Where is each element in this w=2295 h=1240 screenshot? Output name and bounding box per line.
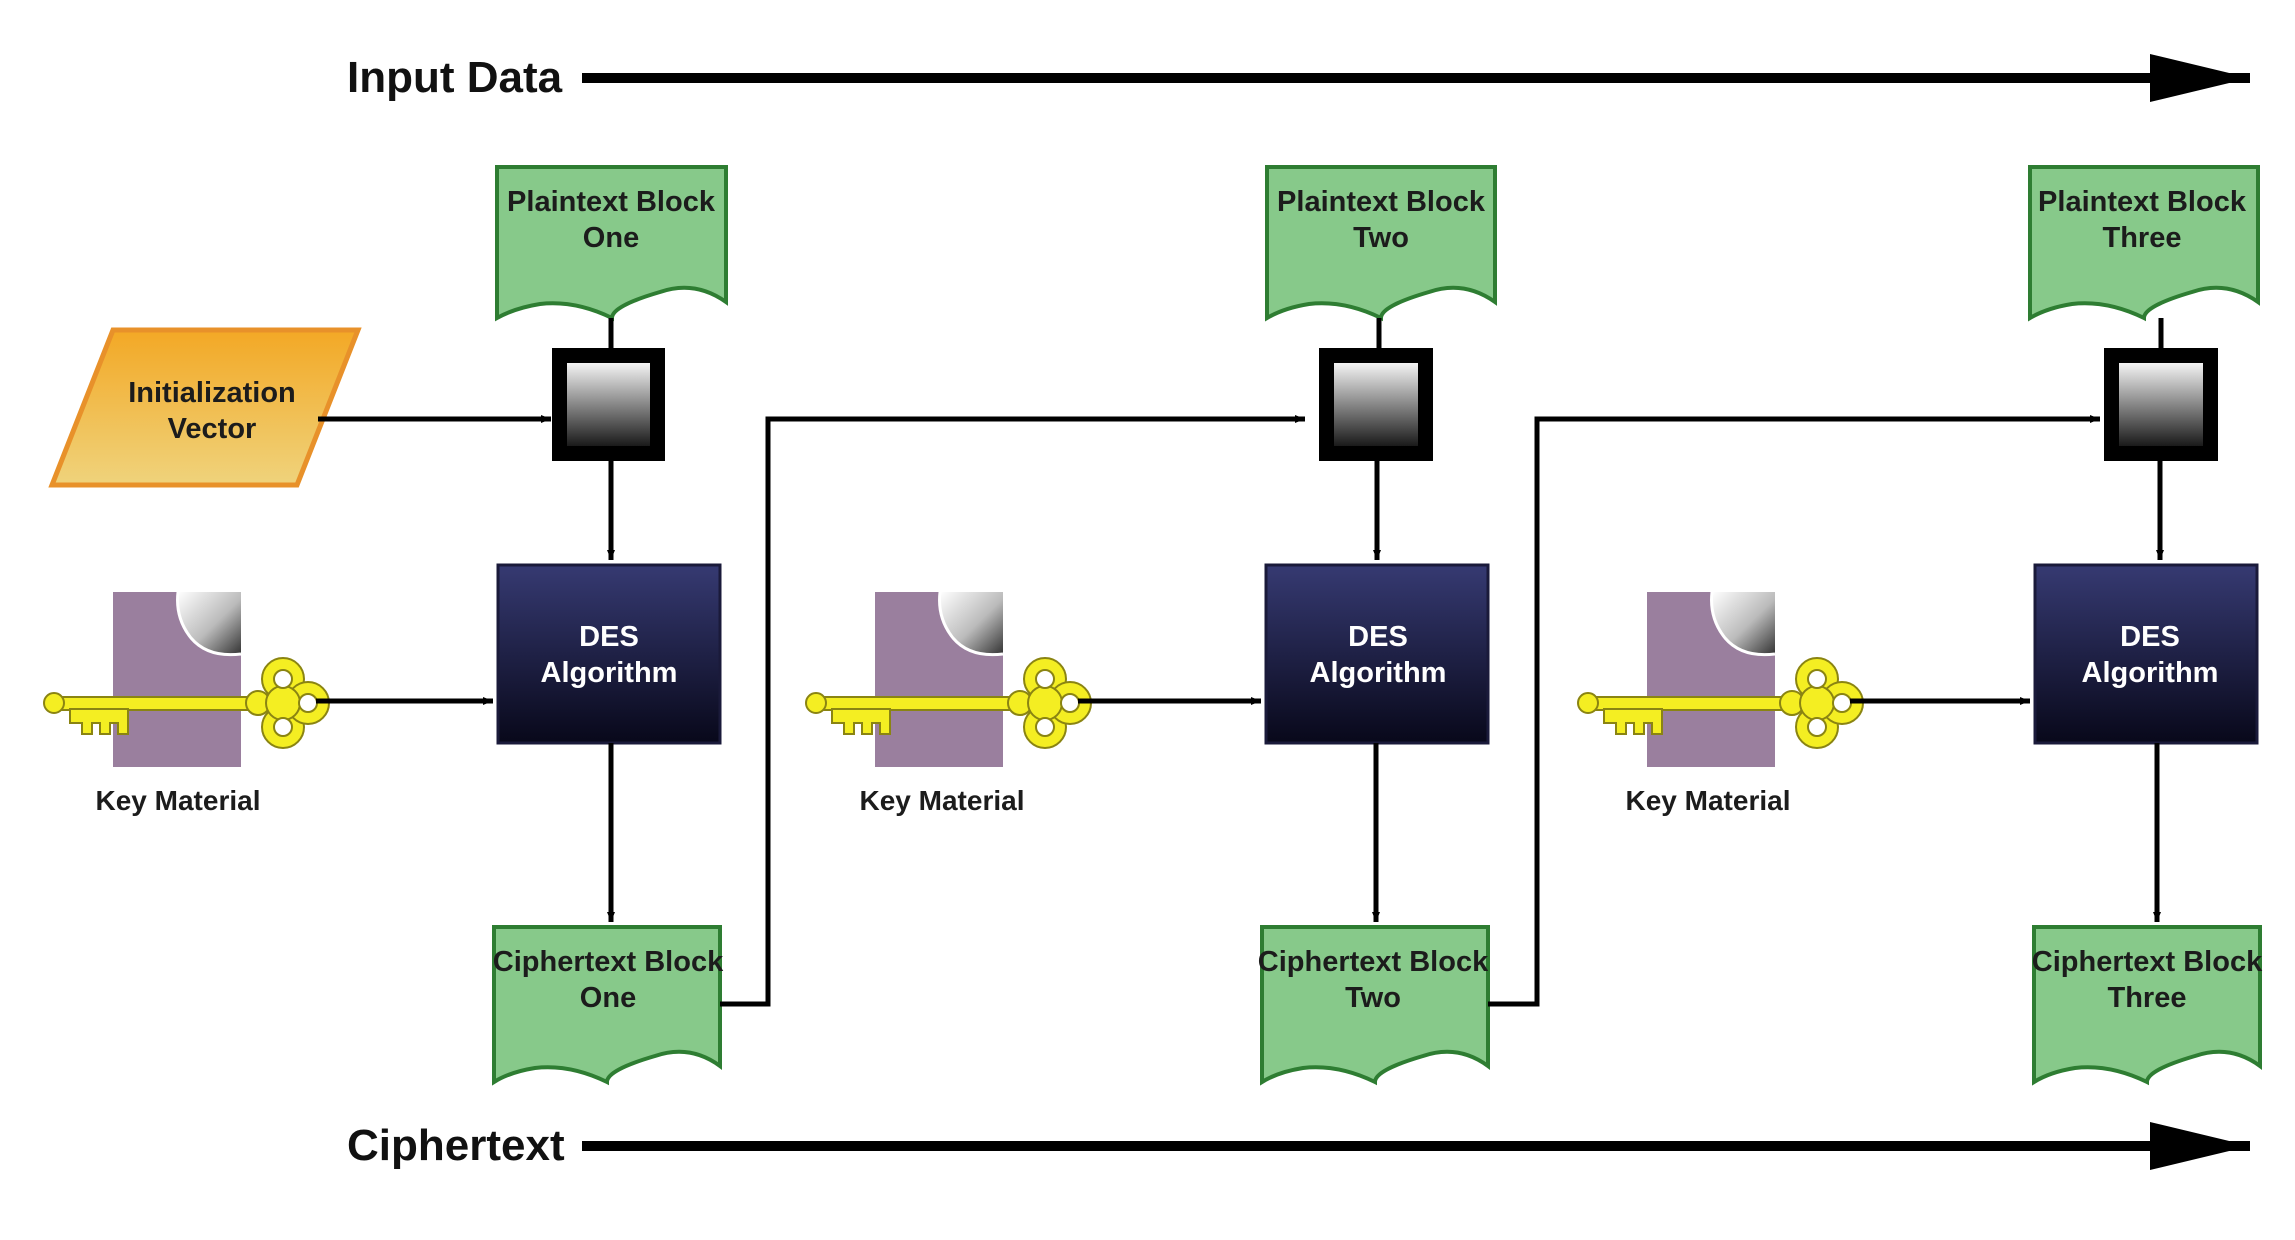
plaintext-block-two xyxy=(1265,165,1497,322)
des-algorithm-box xyxy=(1264,563,1490,745)
key-material-label: Key Material xyxy=(860,785,1025,816)
des-label-line1: DES xyxy=(1348,621,1408,653)
des-label-line1: DES xyxy=(579,621,639,653)
stage-three: Plaintext Block Three DES Algorithm Key … xyxy=(1577,165,2263,1086)
ciphertext-label: Ciphertext xyxy=(347,1121,565,1170)
plaintext-block-three xyxy=(2028,165,2260,322)
des-algorithm-box xyxy=(496,563,722,745)
document-icon xyxy=(111,590,243,769)
stage-two: Plaintext Block Two DES Algorithm Key Ma… xyxy=(805,165,1497,1086)
input-data-label: Input Data xyxy=(347,53,563,102)
key-material-label: Key Material xyxy=(1626,785,1791,816)
ciphertext-block-one-number: One xyxy=(580,982,636,1014)
des-label-line2: Algorithm xyxy=(2082,657,2219,689)
plaintext-block-two-label: Plaintext Block xyxy=(1277,186,1486,218)
chain-arrow-one-to-two xyxy=(720,415,1305,1007)
plaintext-block-three-label: Plaintext Block xyxy=(2038,186,2247,218)
key-material-label: Key Material xyxy=(96,785,261,816)
des-label-line2: Algorithm xyxy=(541,657,678,689)
ciphertext-block-three-label: Ciphertext Block xyxy=(2032,946,2263,978)
stage-one: Plaintext Block One DES Algorithm Key Ma… xyxy=(43,165,728,1086)
des-label-line1: DES xyxy=(2120,621,2180,653)
iv-label-line2: Vector xyxy=(168,413,257,445)
ciphertext-block-two xyxy=(1260,925,1490,1086)
des-label-line2: Algorithm xyxy=(1310,657,1447,689)
initialization-vector: Initialization Vector xyxy=(48,327,362,488)
ciphertext-block-three xyxy=(2032,925,2262,1086)
plaintext-block-one xyxy=(495,165,728,322)
ciphertext-block-three-number: Three xyxy=(2108,982,2187,1014)
plaintext-block-three-number: Three xyxy=(2103,222,2182,254)
chain-arrow-two-to-three xyxy=(1488,415,2100,1007)
plaintext-block-two-number: Two xyxy=(1353,222,1409,254)
ciphertext-block-one xyxy=(492,925,722,1086)
iv-label-line1: Initialization xyxy=(128,377,296,409)
des-algorithm-box xyxy=(2033,563,2259,745)
plaintext-block-one-label: Plaintext Block xyxy=(507,186,716,218)
ciphertext-block-two-label: Ciphertext Block xyxy=(1258,946,1489,978)
document-icon xyxy=(873,590,1005,769)
plaintext-block-one-number: One xyxy=(583,222,639,254)
ciphertext-block-one-label: Ciphertext Block xyxy=(493,946,724,978)
ciphertext-block-two-number: Two xyxy=(1345,982,1401,1014)
document-icon xyxy=(1645,590,1777,769)
